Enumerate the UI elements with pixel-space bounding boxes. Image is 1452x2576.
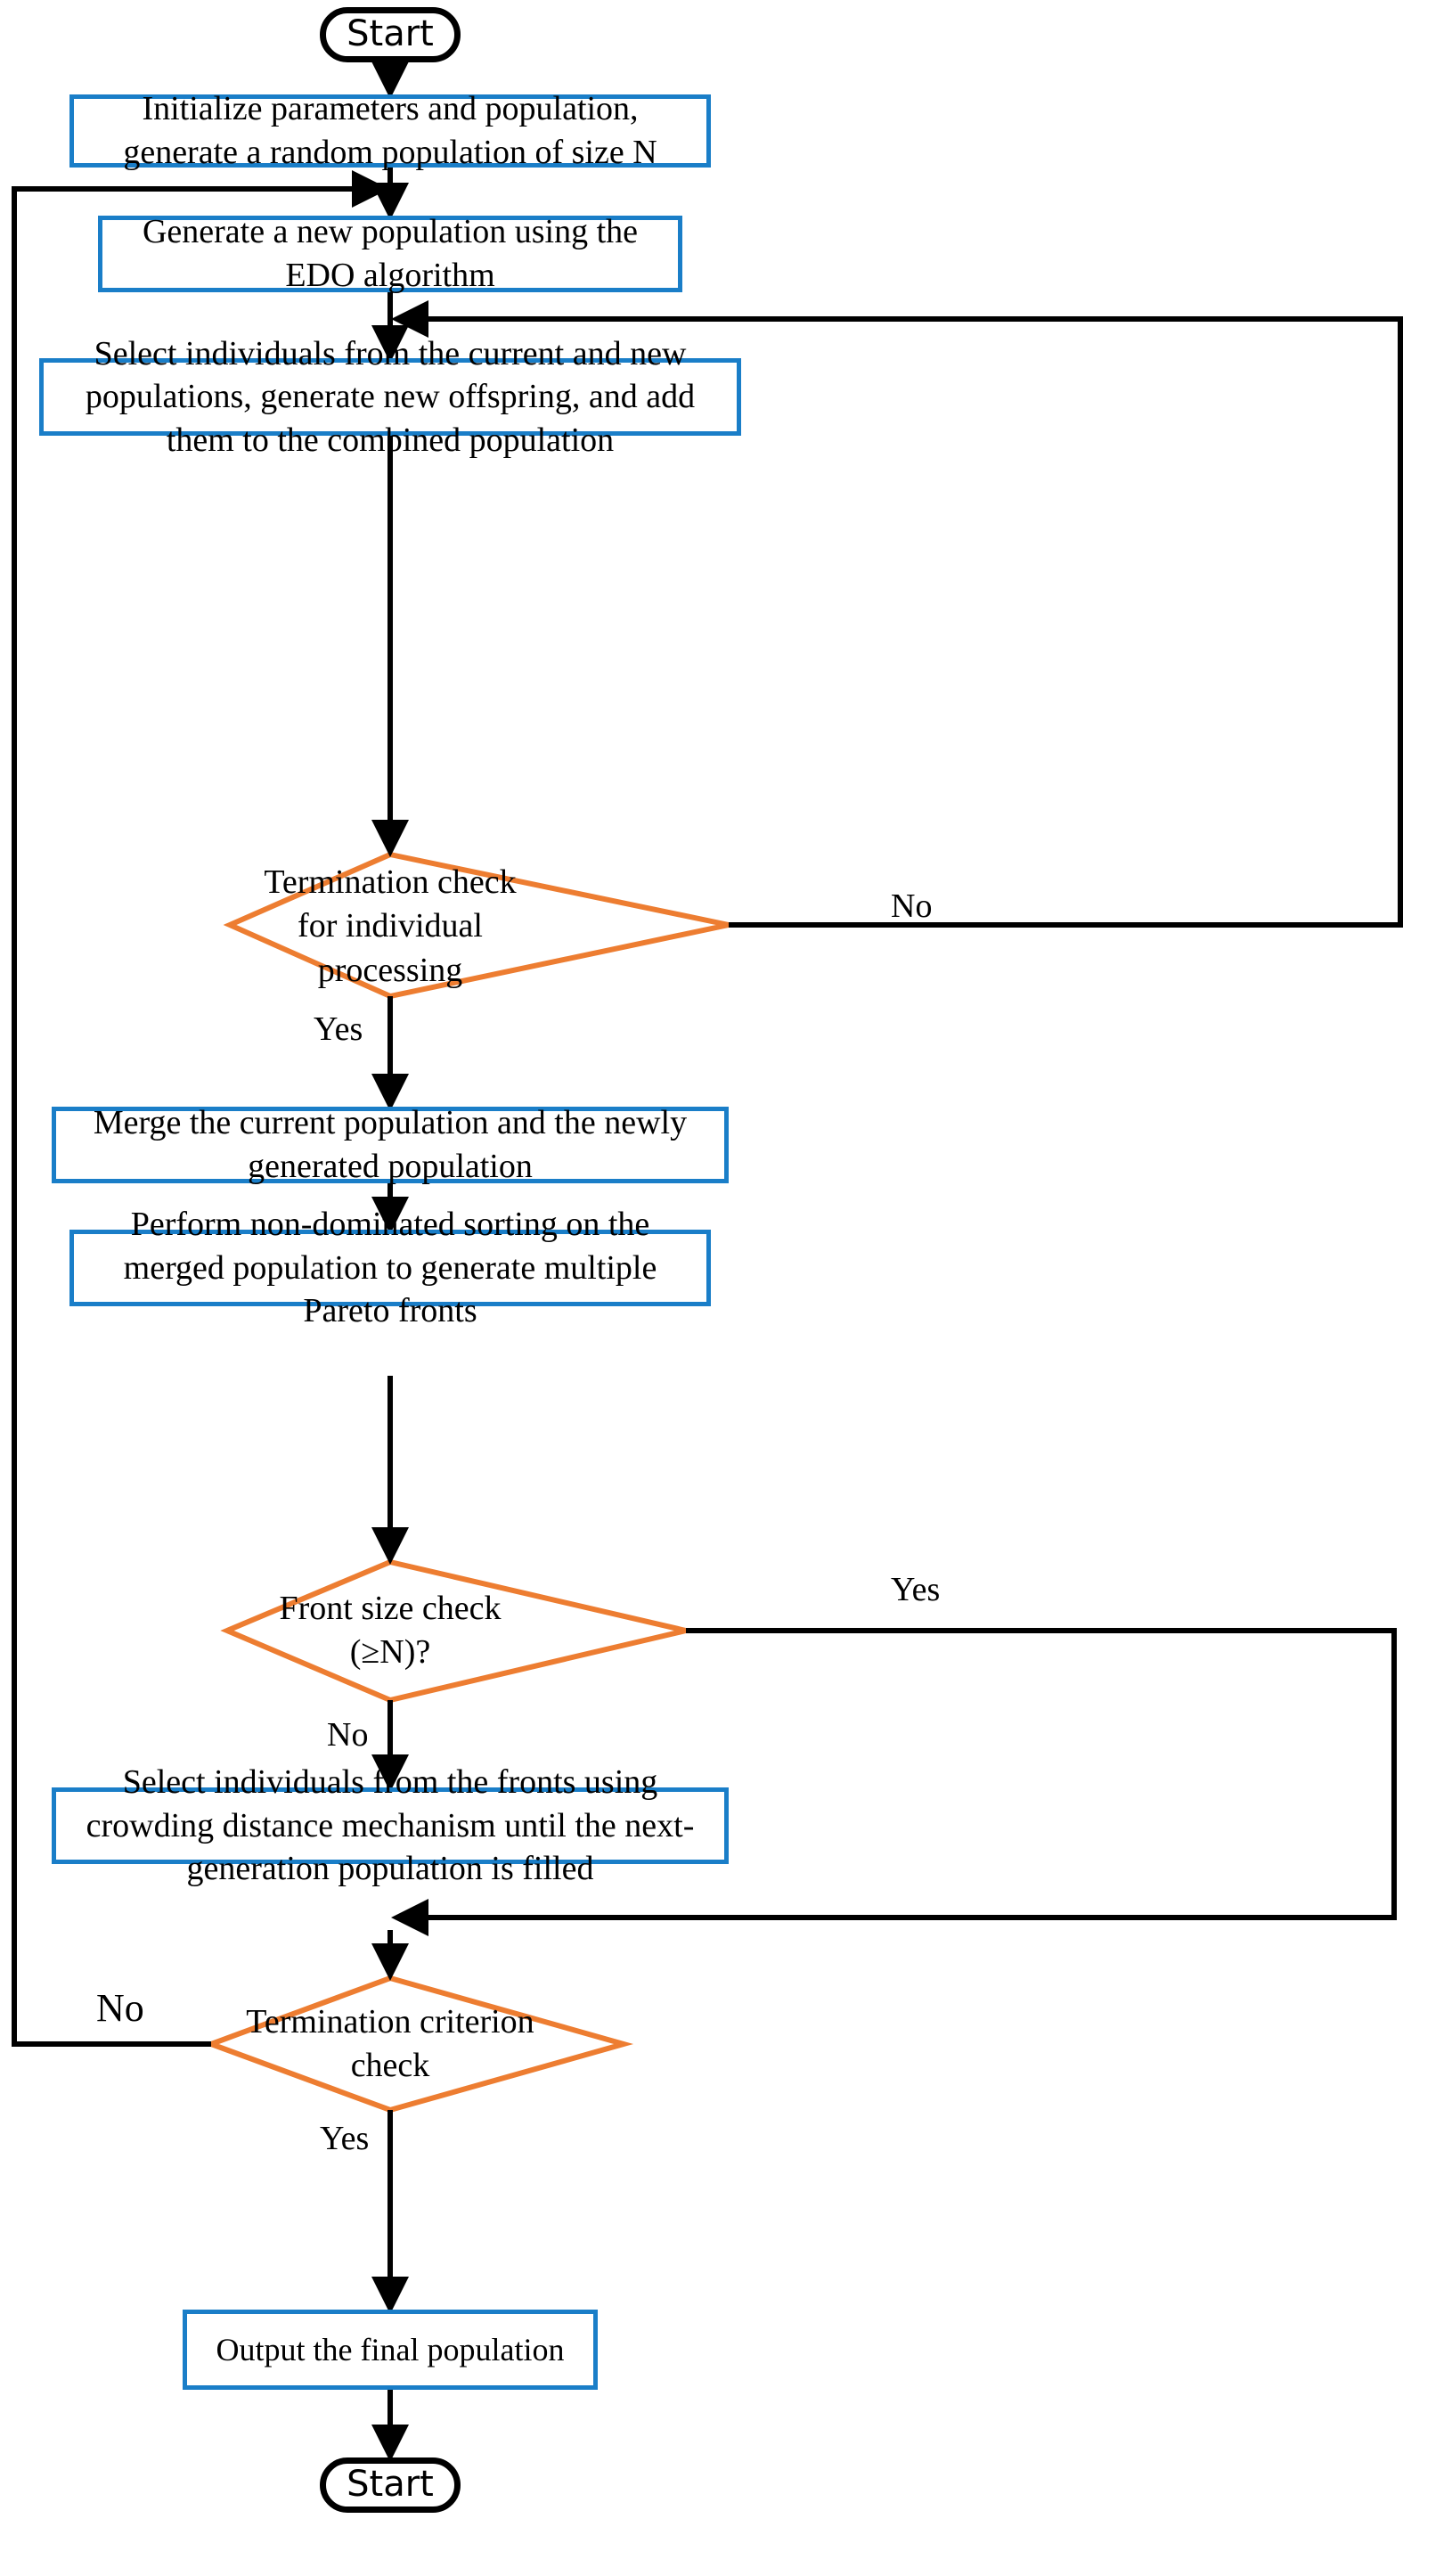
node-merge-populations-label: Merge the current population and the new… (93, 1104, 688, 1185)
node-crowding-distance-selection[interactable]: Select individuals from the fronts using… (52, 1763, 729, 1887)
node-end[interactable]: Start (320, 2457, 461, 2513)
node-termination-check-individual-label: Termination check for individual process… (264, 863, 517, 989)
node-non-dominated-sorting[interactable]: Perform non-dominated sorting on the mer… (69, 1206, 711, 1329)
node-select-individuals-combined-label: Select individuals from the current and … (85, 334, 696, 459)
node-output-final-population[interactable]: Output the final population (183, 2310, 598, 2390)
edge-label-front-size-yes: Yes (891, 1570, 940, 1609)
decision-shape-termination-individual (223, 851, 730, 1000)
node-termination-check-individual[interactable]: Termination check for individual process… (248, 863, 533, 989)
node-non-dominated-sorting-label: Perform non-dominated sorting on the mer… (123, 1206, 657, 1330)
node-termination-criterion-check[interactable]: Termination criterion check (239, 2003, 542, 2084)
edge-label-text: No (96, 1986, 144, 2030)
edge-label-text: Yes (314, 1010, 363, 1048)
node-front-size-check[interactable]: Front size check (≥N)? (257, 1590, 524, 1671)
node-merge-populations[interactable]: Merge the current population and the new… (52, 1104, 729, 1185)
edge-label-text: No (891, 887, 933, 925)
edge-label-text: Yes (891, 1571, 941, 1608)
node-generate-new-population-edo[interactable]: Generate a new population using the EDO … (98, 213, 682, 294)
node-initialize-parameters-label: Initialize parameters and population, ge… (123, 90, 657, 171)
edge-label-termination-individual-yes: Yes (314, 1010, 363, 1049)
decision-shape-front-size (220, 1558, 687, 1704)
node-front-size-check-label: Front size check (≥N)? (279, 1589, 502, 1671)
node-start-label: Start (347, 13, 434, 55)
edge-label-termination-criterion-yes: Yes (320, 2119, 369, 2158)
edge-label-text: No (327, 1716, 369, 1754)
node-start[interactable]: Start (320, 7, 461, 62)
node-generate-new-population-edo-label: Generate a new population using the EDO … (142, 213, 639, 294)
node-output-final-population-label: Output the final population (216, 2331, 565, 2367)
decision-shape-termination-criterion (203, 1975, 634, 2114)
edge-label-front-size-no: No (327, 1715, 368, 1754)
node-termination-criterion-check-label: Termination criterion check (246, 2002, 534, 2084)
node-select-individuals-combined[interactable]: Select individuals from the current and … (39, 335, 741, 459)
edge-label-text: Yes (320, 2120, 370, 2157)
edge-label-termination-individual-no: No (891, 887, 932, 926)
node-crowding-distance-selection-label: Select individuals from the fronts using… (86, 1763, 695, 1888)
edge-label-termination-criterion-no: No (96, 1985, 144, 2031)
node-end-label: Start (347, 2464, 434, 2506)
node-initialize-parameters[interactable]: Initialize parameters and population, ge… (69, 90, 711, 171)
